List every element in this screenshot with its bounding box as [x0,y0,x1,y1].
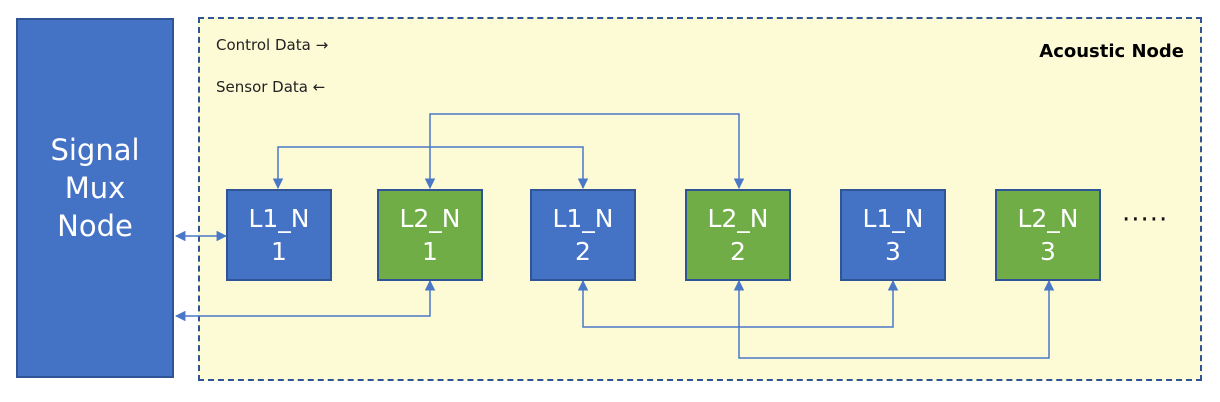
node-l1-n1: L1_N 1 [226,189,332,281]
signal-mux-label-line-3: Node [57,209,133,243]
node-l1-n3: L1_N 3 [840,189,946,281]
signal-mux-label: Signal Mux Node [50,131,139,245]
node-l2-n1-id: L2_N [399,204,461,233]
node-l1-n1-id: L1_N [248,204,310,233]
node-l1-n2-id: L1_N [552,204,614,233]
legend-control-data-arrow: → [315,36,329,54]
signal-mux-label-line-2: Mux [64,171,126,205]
continuation-dots: ····· [1122,205,1169,235]
control-link-l2n1-l2n2 [424,113,745,190]
signal-mux-label-line-1: Signal [50,133,140,167]
sensor-link-l2n2-l2n3 [733,279,1055,359]
node-l2-n2: L2_N 2 [685,189,791,281]
node-l1-n3-num: 3 [885,237,901,266]
sensor-return-l2n1-mux [174,279,436,322]
legend-sensor-data: Sensor Data ← [216,78,325,96]
node-l1-n2-num: 2 [575,237,591,266]
legend-control-data: Control Data → [216,36,328,54]
node-l2-n3-id: L2_N [1017,204,1079,233]
node-l1-n2: L1_N 2 [530,189,636,281]
node-l2-n2-id: L2_N [707,204,769,233]
legend-control-data-label: Control Data [216,36,311,54]
node-l2-n3: L2_N 3 [995,189,1101,281]
signal-mux-node: Signal Mux Node [16,18,174,378]
legend-sensor-data-arrow: ← [312,78,326,96]
legend-sensor-data-label: Sensor Data [216,78,308,96]
sensor-link-l1n2-l1n3 [577,279,899,328]
node-l2-n1-num: 1 [422,237,438,266]
acoustic-node-title: Acoustic Node [1039,41,1184,62]
node-l2-n1: L2_N 1 [377,189,483,281]
node-l2-n3-num: 3 [1040,237,1056,266]
node-l1-n3-id: L1_N [862,204,924,233]
node-l1-n1-num: 1 [271,237,287,266]
node-l2-n2-num: 2 [730,237,746,266]
